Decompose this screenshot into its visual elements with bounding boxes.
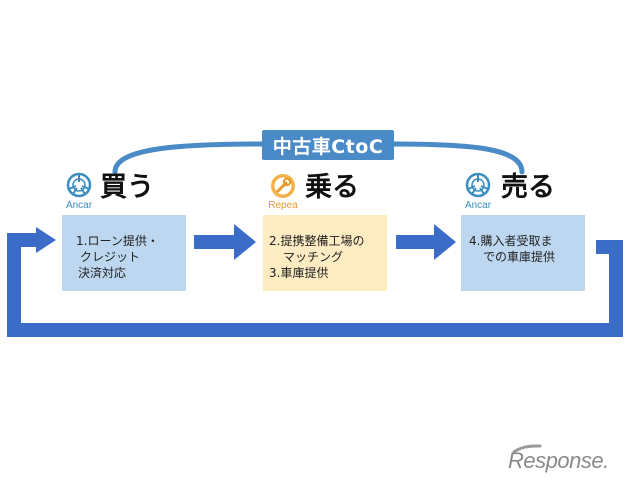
- stage-buy-label: 買う: [100, 172, 154, 203]
- arrow-ride-to-sell-shaft: [396, 235, 436, 249]
- box-line: 決済対応: [78, 266, 127, 281]
- repea-wrench-icon: [271, 174, 295, 198]
- repea-logo-text: Repea: [268, 200, 298, 211]
- box-line: クレジット: [80, 250, 141, 265]
- box-line: マッチング: [283, 250, 344, 265]
- response-logo-swoosh-icon: [512, 444, 542, 454]
- box-line: 3.車庫提供: [269, 266, 329, 281]
- box-line: 1.ローン提供・: [76, 234, 159, 248]
- ancar-logo-text: Ancar: [464, 200, 492, 211]
- arrow-buy-to-ride-head: [234, 224, 256, 260]
- ctoc-title: 中古車CtoC: [262, 130, 394, 160]
- stage-ride-label: 乗る: [305, 172, 359, 203]
- arrow-buy-to-ride-shaft: [194, 235, 236, 249]
- ancar-logo-text: Ancar: [65, 200, 93, 211]
- box-line: 2.提携整備工場の: [269, 234, 365, 248]
- ctoc-arc: [112, 141, 525, 175]
- loop-arrow-line: [7, 233, 623, 337]
- ancar-wheel-icon: [66, 172, 92, 198]
- stage-sell-label: 売る: [501, 172, 555, 203]
- stage-buy-box: 1.ローン提供・ クレジット 決済対応: [62, 215, 186, 291]
- ancar-wheel-icon: [465, 172, 491, 198]
- stage-sell-box: 4.購入者受取ま での車庫提供: [461, 215, 585, 291]
- arrow-ride-to-sell-head: [434, 224, 456, 260]
- response-watermark: Response.: [508, 448, 609, 473]
- loop-arrow-head: [36, 227, 56, 253]
- stage-ride-box: 2.提携整備工場の マッチング 3.車庫提供: [263, 215, 387, 291]
- box-line: 4.購入者受取ま: [469, 234, 553, 248]
- box-line: での車庫提供: [483, 250, 556, 265]
